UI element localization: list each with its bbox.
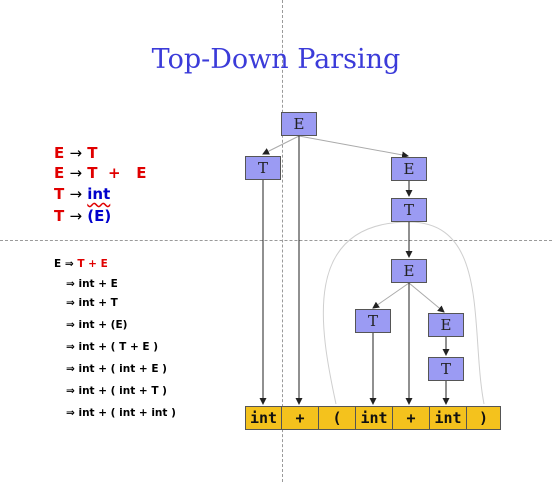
token-int: int: [429, 406, 467, 430]
tree-node-E: E: [428, 313, 464, 337]
derivation-arrow: ⇒: [66, 363, 75, 375]
tree-node-E-root: E: [281, 112, 317, 136]
edge-T-to-lparen: [322, 221, 410, 405]
token-plus: +: [281, 406, 319, 430]
derivation-step-8: ⇒ int + ( int + int ): [66, 407, 176, 419]
derivation-step-1: E ⇒ T + E: [54, 258, 108, 270]
derivation-arrow: ⇒: [66, 319, 75, 331]
grammar-rule-2: E → T + E: [54, 164, 146, 182]
edge-E-E2: [408, 282, 445, 313]
grammar-rule-1: E → T: [54, 144, 98, 162]
derivation-arrow: ⇒: [66, 297, 75, 309]
rule-lhs: E: [54, 144, 65, 162]
derivation-step-6: ⇒ int + ( int + E ): [66, 363, 167, 375]
derivation-arrow: ⇒: [64, 258, 74, 270]
derivation-form: int + ( int + E ): [78, 363, 167, 375]
token-rparen: ): [466, 406, 501, 430]
rule-rhs: (E): [87, 207, 112, 225]
page-title: Top-Down Parsing: [151, 44, 401, 75]
tree-node-T: T: [355, 309, 391, 333]
derivation-form: int + ( int + int ): [78, 407, 176, 419]
tree-node-E: E: [391, 157, 427, 181]
derivation-arrow: ⇒: [66, 341, 75, 353]
derivation-arrow: ⇒: [66, 278, 75, 290]
rule-lhs: E: [54, 164, 65, 182]
token-int: int: [245, 406, 282, 430]
derivation-arrow: ⇒: [66, 385, 75, 397]
derivation-step-3: ⇒ int + T: [66, 297, 118, 309]
token-plus: +: [392, 406, 430, 430]
derivation-form: int + E: [78, 278, 118, 290]
tree-node-T: T: [391, 198, 427, 222]
derivation-form: int + T: [78, 297, 118, 309]
rule-arrow: →: [69, 207, 83, 225]
derivation-step-7: ⇒ int + ( int + T ): [66, 385, 167, 397]
edge-E-T: [262, 135, 300, 155]
derivation-form: int + ( int + T ): [78, 385, 167, 397]
vertical-guide-line: [282, 0, 283, 482]
derivation-arrow: ⇒: [66, 407, 75, 419]
rule-arrow: →: [69, 164, 83, 182]
rule-rhs: T: [87, 144, 98, 162]
edge-E-E: [298, 135, 409, 159]
tree-node-T: T: [245, 156, 281, 180]
horizontal-guide-line: [0, 240, 552, 241]
edge-E-T2: [372, 282, 410, 309]
derivation-form: int + ( T + E ): [78, 341, 159, 353]
derivation-form: T + E: [77, 258, 108, 270]
rule-arrow: →: [69, 185, 83, 203]
rule-lhs: T: [54, 207, 65, 225]
rule-rhs: T + E: [87, 164, 147, 182]
grammar-rule-3: T → int: [54, 185, 110, 203]
derivation-step-4: ⇒ int + (E): [66, 319, 127, 331]
derivation-form: int + (E): [78, 319, 128, 331]
tree-node-E: E: [391, 259, 427, 283]
derivation-start-symbol: E: [54, 258, 62, 270]
derivation-step-5: ⇒ int + ( T + E ): [66, 341, 158, 353]
edge-T-to-rparen: [408, 221, 485, 405]
grammar-rule-4: T → (E): [54, 207, 111, 225]
token-int: int: [355, 406, 393, 430]
derivation-step-2: ⇒ int + E: [66, 278, 118, 290]
rule-rhs: int: [87, 185, 111, 203]
tree-node-T: T: [428, 357, 464, 381]
rule-lhs: T: [54, 185, 65, 203]
rule-arrow: →: [69, 144, 83, 162]
token-lparen: (: [318, 406, 356, 430]
